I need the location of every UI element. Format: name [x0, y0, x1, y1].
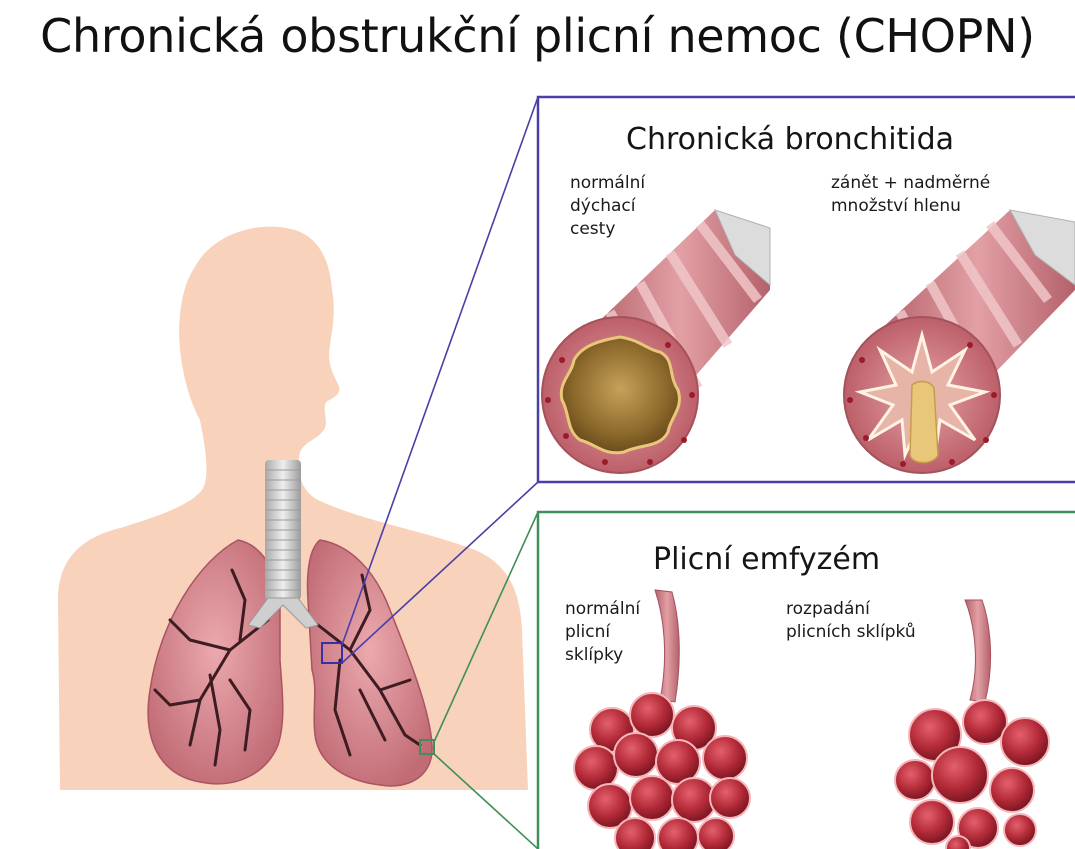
- normal-lumen: [561, 337, 679, 453]
- normal-alveoli-label: normální plicní sklípky: [565, 598, 640, 667]
- inflamed-airway-label: zánět + nadměrné množství hlenu: [831, 172, 990, 218]
- mucus: [910, 382, 938, 463]
- normal-airway-label: normální dýchací cesty: [570, 172, 645, 241]
- emphysema-heading: Plicní emfyzém: [653, 542, 880, 578]
- damaged-alveoli: [895, 600, 1049, 849]
- damaged-alveoli-label: rozpadání plicních sklípků: [786, 598, 916, 644]
- bronchitis-heading: Chronická bronchitida: [626, 122, 954, 158]
